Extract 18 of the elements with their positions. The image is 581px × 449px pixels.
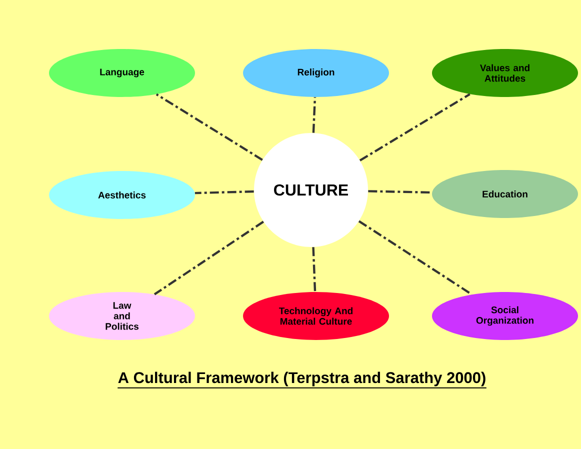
- connector-line: [154, 220, 264, 296]
- connector-line: [358, 220, 472, 296]
- connector-line: [312, 247, 316, 292]
- circle-node: CULTURE: [254, 133, 368, 247]
- ellipse-node: Religion: [243, 49, 389, 97]
- ellipse-node: Aesthetics: [49, 171, 195, 219]
- connector-line: [368, 190, 432, 194]
- connector-line: [156, 93, 263, 161]
- caption: A Cultural Framework (Terpstra and Sarathy 2000): [117, 372, 487, 388]
- ellipse-node: Social Organization: [432, 292, 578, 340]
- connector-line: [359, 93, 470, 162]
- ellipse-node: Technology And Material Culture: [243, 292, 389, 340]
- connector-line: [312, 97, 316, 133]
- ellipse-node: Values and Attitudes: [432, 49, 578, 97]
- ellipse-node: Law and Politics: [49, 292, 195, 340]
- ellipse-node: Language: [49, 49, 195, 97]
- ellipse-node: Education: [432, 170, 578, 218]
- connector-line: [194, 190, 254, 194]
